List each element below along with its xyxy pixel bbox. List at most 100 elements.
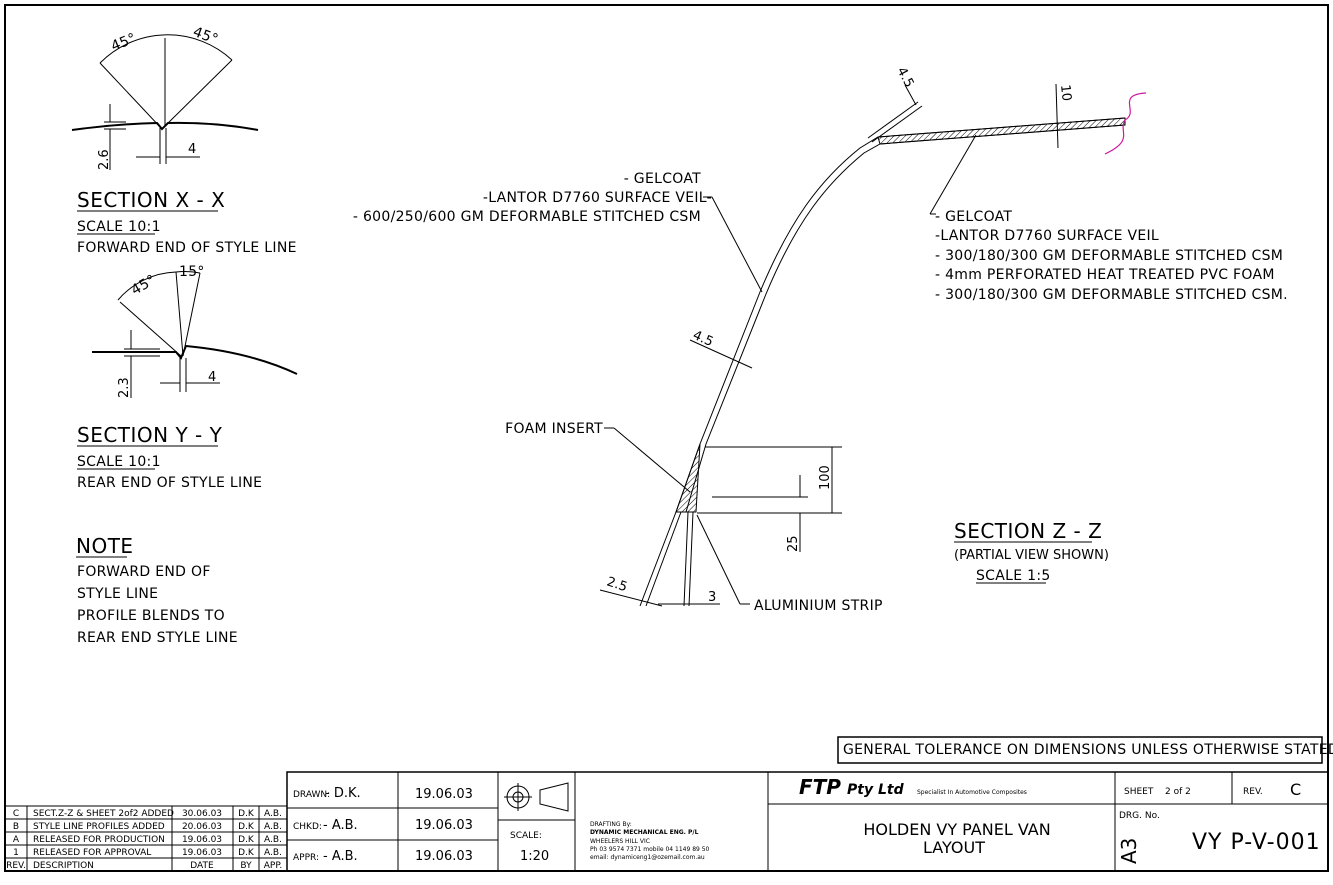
section-y-title: SECTION Y - Y xyxy=(77,423,223,447)
svg-text:DATE: DATE xyxy=(190,861,214,871)
section-z-profile xyxy=(599,83,1147,607)
revision-table xyxy=(4,805,288,872)
svg-text:B: B xyxy=(13,822,19,832)
section-y-dim-width: 4 xyxy=(208,370,216,385)
foam-insert-label: FOAM INSERT xyxy=(505,421,603,437)
section-z-sub: (PARTIAL VIEW SHOWN) xyxy=(954,548,1109,563)
note-line: PROFILE BLENDS TO xyxy=(77,608,225,624)
checked-date: 19.06.03 xyxy=(415,818,473,833)
svg-text:19.06.03: 19.06.03 xyxy=(182,835,222,845)
svg-text:DESCRIPTION: DESCRIPTION xyxy=(33,861,94,871)
drawn-by: - D.K. xyxy=(325,786,361,801)
drawn-label: DRAWN: xyxy=(293,790,330,800)
svg-text:20.06.03: 20.06.03 xyxy=(182,822,222,832)
drafting-by: DRAFTING By: xyxy=(590,821,632,828)
drafting-phone: Ph 03 9574 7371 mobile 04 1149 89 50 xyxy=(590,846,710,853)
section-x-drawing xyxy=(71,34,259,170)
break-line xyxy=(1104,92,1147,155)
left-callout-line: - 600/250/600 GM DEFORMABLE STITCHED CSM xyxy=(353,209,701,225)
note-line: STYLE LINE xyxy=(77,586,158,602)
dim-3: 3 xyxy=(708,590,716,605)
section-y-desc: REAR END OF STYLE LINE xyxy=(77,475,262,491)
drawing-title-line1: HOLDEN VY PANEL VAN xyxy=(863,820,1050,839)
checked-label: CHKD: xyxy=(293,822,322,832)
dim-2-5: 2.5 xyxy=(605,575,629,596)
right-callout-line: - 300/180/300 GM DEFORMABLE STITCHED CSM… xyxy=(935,287,1288,303)
left-callout-line: -LANTOR D7760 SURFACE VEIL- xyxy=(483,190,712,206)
svg-text:19.06.03: 19.06.03 xyxy=(182,848,222,858)
sandwich-core-hatch xyxy=(877,117,1126,145)
section-x-angle-left: 45° xyxy=(109,30,139,54)
revision-row: B STYLE LINE PROFILES ADDED 20.06.03 D.K… xyxy=(13,822,282,832)
dim-10: 10 xyxy=(1057,84,1074,102)
note-line: FORWARD END OF xyxy=(77,564,211,580)
projection-symbol-icon xyxy=(504,782,569,812)
drawn-date: 19.06.03 xyxy=(415,787,473,802)
svg-text:A.B.: A.B. xyxy=(264,835,282,845)
svg-text:APP.: APP. xyxy=(264,861,282,871)
svg-text:A.B.: A.B. xyxy=(264,848,282,858)
scale-value: 1:20 xyxy=(520,849,549,864)
approved-label: APPR: xyxy=(293,853,319,863)
svg-text:C: C xyxy=(13,809,19,819)
rev-label: REV. xyxy=(1243,787,1263,797)
company-tagline: Specialist In Automotive Composites xyxy=(917,789,1027,796)
section-x-scale: SCALE 10:1 xyxy=(77,219,161,235)
foam-insert-hatch xyxy=(675,443,701,513)
note-title: NOTE xyxy=(76,534,134,558)
section-z-title: SECTION Z - Z xyxy=(954,519,1102,543)
approved-date: 19.06.03 xyxy=(415,849,473,864)
svg-text:STYLE LINE PROFILES ADDED: STYLE LINE PROFILES ADDED xyxy=(33,822,165,832)
svg-text:D.K: D.K xyxy=(238,835,255,845)
svg-text:REV.: REV. xyxy=(6,861,26,871)
section-y-scale: SCALE 10:1 xyxy=(77,454,161,470)
svg-text:30.06.03: 30.06.03 xyxy=(182,809,222,819)
revision-row: 1 RELEASED FOR APPROVAL 19.06.03 D.K A.B… xyxy=(13,848,282,858)
note-line: REAR END STYLE LINE xyxy=(77,630,238,646)
svg-text:A.B.: A.B. xyxy=(264,822,282,832)
svg-text:SECT.Z-Z & SHEET 2of2 ADDED: SECT.Z-Z & SHEET 2of2 ADDED xyxy=(33,809,174,819)
revision-row: C SECT.Z-Z & SHEET 2of2 ADDED 30.06.03 D… xyxy=(13,809,282,819)
svg-text:BY: BY xyxy=(240,861,252,871)
scale-label: SCALE: xyxy=(510,831,542,841)
svg-text:A.B.: A.B. xyxy=(264,809,282,819)
checked-by: - A.B. xyxy=(323,818,358,833)
drafting-suburb: WHEELERS HILL VIC xyxy=(590,838,650,845)
section-y-angle-right: 15° xyxy=(179,264,205,280)
svg-text:1: 1 xyxy=(13,848,19,858)
section-z-scale: SCALE 1:5 xyxy=(976,568,1051,584)
company-suffix: Pty Ltd xyxy=(847,782,905,798)
approved-by: - A.B. xyxy=(323,849,358,864)
sheet-value: 2 of 2 xyxy=(1165,787,1191,797)
drawing-number-label: DRG. No. xyxy=(1119,811,1160,821)
drafting-email: email: dynamiceng1@ozemail.com.au xyxy=(590,854,705,861)
revision-header: REV. DESCRIPTION DATE BY APP. xyxy=(6,861,282,871)
right-callout-line: -LANTOR D7760 SURFACE VEIL xyxy=(935,228,1159,244)
section-x-dim-width: 4 xyxy=(188,142,196,157)
drawing-title-line2: LAYOUT xyxy=(923,838,985,857)
section-x-title: SECTION X - X xyxy=(77,188,225,212)
tolerance-text: GENERAL TOLERANCE ON DIMENSIONS UNLESS O… xyxy=(843,742,1333,758)
svg-text:RELEASED FOR PRODUCTION: RELEASED FOR PRODUCTION xyxy=(33,835,165,845)
dim-4-5-top: 4.5 xyxy=(893,65,916,90)
svg-text:A: A xyxy=(13,835,20,845)
sheet-label: SHEET xyxy=(1124,787,1154,797)
left-callout-line: - GELCOAT xyxy=(624,171,701,187)
drawing-number: VY P-V-001 xyxy=(1192,830,1321,855)
dim-100: 100 xyxy=(818,465,833,490)
section-y-dim-depth: 2.3 xyxy=(117,377,132,398)
tolerance-box xyxy=(837,736,1323,764)
dim-4-5-mid: 4.5 xyxy=(690,328,715,350)
aluminium-strip-label: ALUMINIUM STRIP xyxy=(754,598,883,614)
right-callout-line: - GELCOAT xyxy=(935,209,1012,225)
title-block-grid xyxy=(286,771,1329,872)
rev-value: C xyxy=(1290,780,1301,799)
svg-text:RELEASED FOR APPROVAL: RELEASED FOR APPROVAL xyxy=(33,848,151,858)
section-x-desc: FORWARD END OF STYLE LINE xyxy=(77,240,297,256)
revision-row: A RELEASED FOR PRODUCTION 19.06.03 D.K A… xyxy=(13,835,282,845)
section-x-angle-right: 45° xyxy=(191,24,221,48)
section-x-dim-depth: 2.6 xyxy=(97,149,112,170)
sheet-size: A3 xyxy=(1117,838,1141,864)
svg-text:D.K: D.K xyxy=(238,809,255,819)
